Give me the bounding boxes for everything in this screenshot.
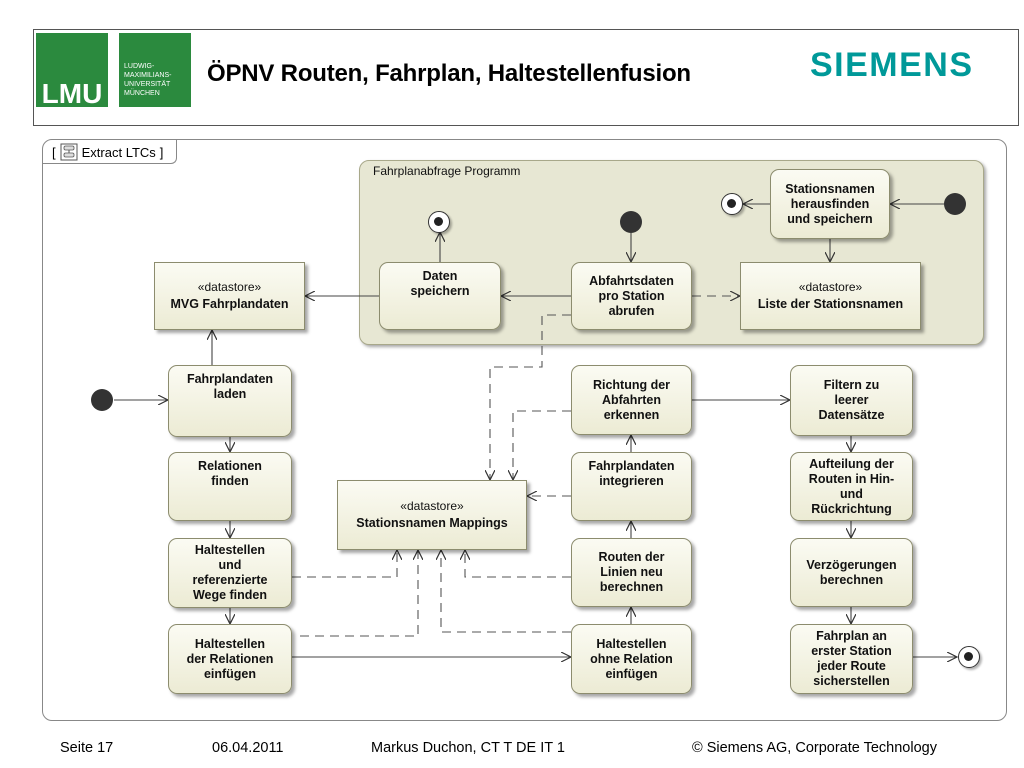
action-daten-speichern: Daten speichern <box>379 262 501 330</box>
action-fahrplan-sicherstellen: Fahrplan an erster Station jeder Route s… <box>790 624 913 694</box>
siemens-logo: SIEMENS <box>810 46 974 84</box>
action-aufteilung-routen: Aufteilung der Routen in Hin- und Rückri… <box>790 452 913 521</box>
action-routen-berechnen: Routen der Linien neu berechnen <box>571 538 692 607</box>
datastore-stationsnamen-mappings: «datastore» Stationsnamen Mappings <box>337 480 527 550</box>
frame-bracket-open: [ <box>52 144 56 160</box>
datastore-name: Stationsnamen Mappings <box>356 516 508 530</box>
lmu-logo: LMU LUDWIG- MAXIMILIANS- UNIVERSITÄT MÜN… <box>36 33 191 107</box>
datastore-stereotype: «datastore» <box>197 280 262 294</box>
action-filtern: Filtern zu leerer Datensätze <box>790 365 913 436</box>
frame-label: [ Extract LTCs ] <box>52 141 163 163</box>
dep-abfrage-mappings <box>490 314 571 480</box>
action-richtung-erkennen: Richtung der Abfahrten erkennen <box>571 365 692 435</box>
slide-title: ÖPNV Routen, Fahrplan, Haltestellenfusio… <box>207 60 691 87</box>
dep-richtung-mappings <box>513 410 571 480</box>
final-node-stationsnamen <box>721 193 743 215</box>
dep-wege-mappings <box>292 550 397 578</box>
dep-routen-mappings <box>465 550 571 578</box>
initial-node-abfrage <box>620 211 642 233</box>
lmu-logo-line-2: MAXIMILIANS- <box>124 72 172 79</box>
frame-title: Extract LTCs <box>81 144 156 160</box>
lmu-logo-line-4: MÜNCHEN <box>124 89 160 97</box>
slide-header <box>33 29 1019 126</box>
action-abfahrtsdaten-abrufen: Abfahrtsdaten pro Station abrufen <box>571 262 692 330</box>
action-haltestellen-einfuegen: Haltestellen der Relationen einfügen <box>168 624 292 694</box>
region-label: Fahrplanabfrage Programm <box>373 164 521 178</box>
footer-author: Markus Duchon, CT T DE IT 1 <box>371 740 565 756</box>
action-haltestellen-ohne-relation: Haltestellen ohne Relation einfügen <box>571 624 692 694</box>
action-stationsnamen-herausfinden: Stationsnamen herausfinden und speichern <box>770 169 890 239</box>
datastore-stereotype: «datastore» <box>798 280 863 294</box>
action-verzoegerungen-berechnen: Verzögerungen berechnen <box>790 538 913 607</box>
action-fahrplandaten-laden: Fahrplandaten laden <box>168 365 292 437</box>
footer-copyright: © Siemens AG, Corporate Technology <box>692 740 937 756</box>
action-haltestellen-wege-finden: Haltestellen und referenzierte Wege find… <box>168 538 292 608</box>
action-relationen-finden: Relationen finden <box>168 452 292 521</box>
datastore-name: Liste der Stationsnamen <box>757 297 904 311</box>
initial-node-main <box>91 389 113 411</box>
final-node-speichern <box>428 211 450 233</box>
activity-diagram-icon <box>60 143 78 161</box>
footer-page-number: Seite 17 <box>60 740 114 756</box>
datastore-stereotype: «datastore» <box>400 499 464 513</box>
datastore-mvg-fahrplandaten: «datastore» MVG Fahrplandaten <box>154 262 305 330</box>
datastore-name: MVG Fahrplandaten <box>170 297 289 311</box>
frame-bracket-close: ] <box>159 144 164 160</box>
initial-node-stationsnamen <box>944 193 966 215</box>
dep-einfuegen-mappings <box>300 550 418 637</box>
final-node-main <box>958 646 980 668</box>
datastore-liste-stationsnamen: «datastore» Liste der Stationsnamen <box>740 262 921 330</box>
lmu-logo-line-1: LUDWIG- <box>124 63 155 70</box>
frame-tab <box>43 140 177 164</box>
dep-ohne-mappings <box>441 550 571 633</box>
action-fahrplandaten-integrieren: Fahrplandaten integrieren <box>571 452 692 521</box>
lmu-logo-line-3: UNIVERSITÄT <box>124 80 171 88</box>
lmu-logo-letters: LMU <box>42 78 103 107</box>
footer-date: 06.04.2011 <box>212 740 284 756</box>
